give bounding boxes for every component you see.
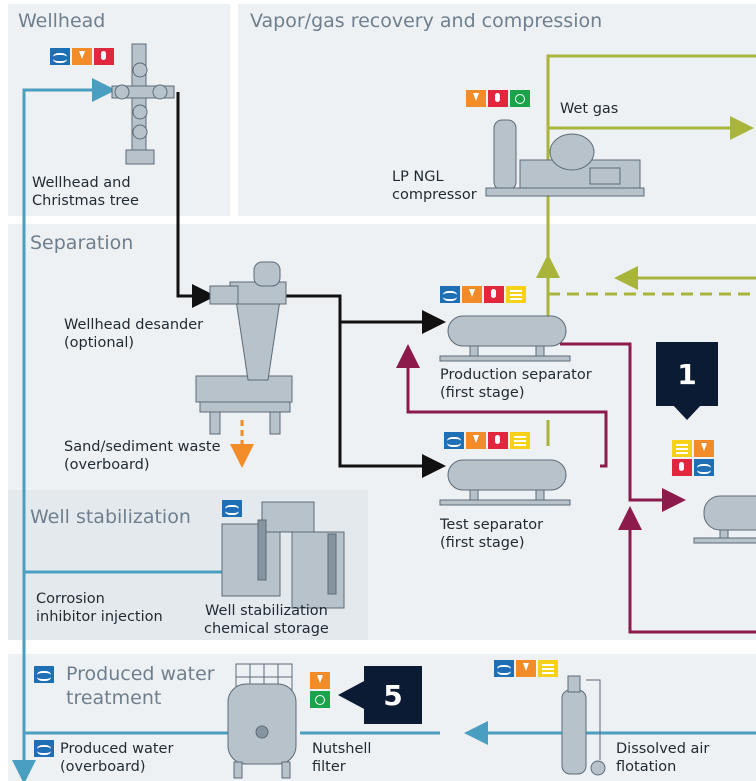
water-lines [22, 78, 756, 780]
stabilization-tanks [221, 501, 345, 609]
icons-production-separator [440, 286, 526, 303]
icons-test-separator [444, 432, 530, 449]
temperature-icon [94, 48, 114, 65]
flow-icon [50, 48, 70, 65]
level-icon [506, 286, 526, 303]
flow-icon [440, 286, 460, 303]
icons-callout-1 [672, 440, 714, 476]
gas-lines [536, 54, 756, 446]
temperature-icon [488, 90, 508, 107]
icons-wellhead [50, 48, 114, 65]
label-pw-overboard: Produced water(overboard) [60, 741, 174, 775]
flow-icon [444, 432, 464, 449]
icons-pw-overboard [34, 740, 54, 757]
pressure-icon [466, 432, 486, 449]
callout-1: 1 [656, 342, 718, 406]
panel-title-vapor-recovery: Vapor/gas recovery and compression [250, 10, 603, 32]
production-separator-vessel [439, 315, 571, 362]
panel-title-produced-water: Produced water treatment [66, 663, 215, 709]
analysis-icon [310, 691, 330, 708]
panel-wellhead [8, 4, 230, 216]
compressor-equipment [485, 119, 645, 197]
callout-1-pointer [672, 404, 702, 420]
analysis-icon [510, 90, 530, 107]
temperature-icon [672, 459, 692, 476]
label-production-separator: Production separator(first stage) [440, 367, 592, 401]
panel-title-stabilization: Well stabilization [30, 506, 191, 528]
pressure-icon [462, 286, 482, 303]
level-icon [538, 660, 558, 677]
feed-lines [176, 92, 446, 478]
flow-icon [694, 459, 714, 476]
icons-nutshell [310, 672, 330, 708]
flow-icon [34, 740, 54, 757]
temperature-icon [488, 432, 508, 449]
daf-equipment [561, 675, 606, 776]
pressure-icon [516, 660, 536, 677]
flow-icon [494, 660, 514, 677]
pressure-icon [72, 48, 92, 65]
panel-title-separation: Separation [30, 232, 134, 254]
icons-stabilization [222, 500, 242, 517]
pressure-icon [466, 90, 486, 107]
oil-lines [396, 342, 756, 634]
pressure-icon [310, 672, 330, 689]
nutshell-filter-equipment [227, 663, 297, 779]
label-wet-gas: Wet gas [560, 101, 619, 117]
level-icon [672, 440, 692, 457]
desander-equipment [195, 261, 293, 435]
icons-pw-treatment [34, 666, 54, 683]
temperature-icon [484, 286, 504, 303]
callout-5: 5 [364, 666, 422, 724]
flow-icon [222, 500, 242, 517]
second-stage-separator-vessel [693, 495, 756, 544]
label-sand-waste: Sand/sediment waste(overboard) [64, 439, 221, 473]
flow-icon [34, 666, 54, 683]
level-icon [510, 432, 530, 449]
panel-title-wellhead: Wellhead [18, 10, 106, 32]
callout-5-pointer [338, 680, 366, 710]
label-test-separator: Test separator(first stage) [440, 517, 544, 551]
christmas-tree-equipment [111, 43, 175, 165]
test-separator-vessel [439, 459, 571, 506]
icons-daf [494, 660, 558, 677]
pressure-icon [694, 440, 714, 457]
label-desander: Wellhead desander(optional) [64, 317, 204, 351]
icons-compressor [466, 90, 530, 107]
